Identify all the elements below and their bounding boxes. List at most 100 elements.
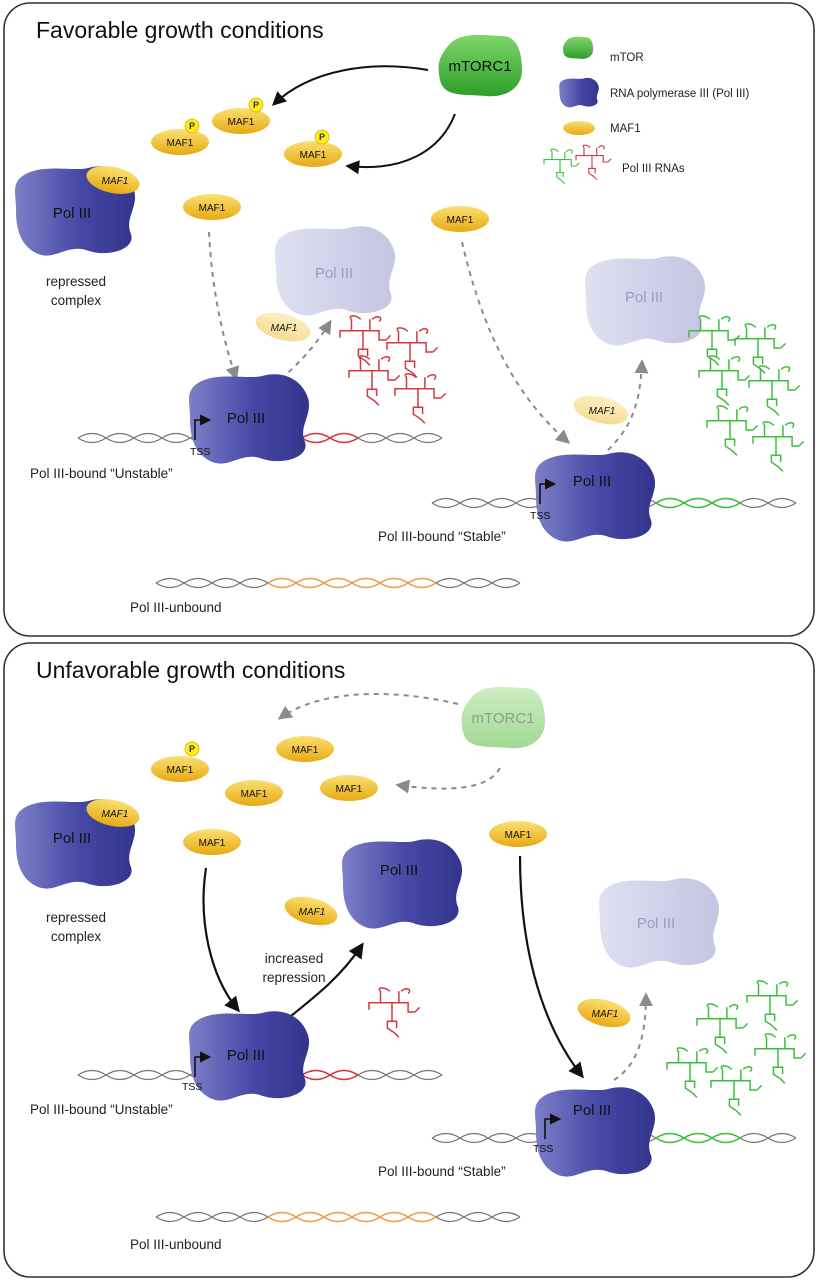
repressed-complex: Pol III (15, 166, 136, 256)
tss-label: TSS (190, 446, 210, 458)
increased-repression-line2: repression (262, 970, 325, 985)
maf1-label: MAF1 (505, 830, 532, 841)
legend: mTOR RNA polymerase III (Pol III) MAF1 P… (543, 36, 749, 185)
pol3-label: Pol III (573, 473, 611, 490)
phospho-maf1-group: MAF1 P MAF1 P MAF1 P (151, 97, 342, 167)
maf1-faded (255, 312, 311, 342)
dna-unbound-gene (155, 577, 521, 589)
maf1-label: MAF1 (336, 784, 363, 795)
maf1-phospho (151, 756, 209, 782)
label-pol3-bound-unstable: Pol III-bound “Unstable” (30, 1102, 173, 1117)
pol3-label: Pol III (637, 915, 675, 932)
tss-label: TSS (533, 1143, 553, 1155)
maf1-label: MAF1 (102, 809, 129, 820)
maf1-free (431, 206, 489, 232)
pol3-label: Pol III (315, 265, 353, 282)
label-pol3-unbound: Pol III-unbound (130, 1237, 222, 1252)
mtorc1-label: mTORC1 (471, 710, 534, 727)
repressed-label-line2: complex (51, 293, 102, 308)
maf1-label: MAF1 (299, 907, 326, 918)
legend-rnas-label: Pol III RNAs (622, 163, 685, 175)
maf1-free (183, 194, 241, 220)
mtorc1-inactive: mTORC1 (461, 686, 545, 749)
pol3-label: Pol III (227, 1047, 265, 1064)
pol3-bound-stable: Pol III (535, 452, 656, 542)
maf1-bound-to-pol3 (577, 998, 631, 1028)
maf1-label: MAF1 (228, 117, 255, 128)
tss-arrow (544, 1113, 562, 1139)
label-pol3-bound-unstable: Pol III-bound “Unstable” (30, 466, 173, 481)
phospho-label: P (189, 121, 195, 131)
tss-label: TSS (182, 1081, 202, 1093)
panel-title-favorable: Favorable growth conditions (36, 17, 324, 43)
label-pol3-bound-stable: Pol III-bound “Stable” (378, 529, 506, 544)
maf1-bound-to-pol3 (284, 896, 338, 926)
legend-pol-icon (559, 77, 599, 108)
maf1-label: MAF1 (167, 765, 194, 776)
panel-title-unfavorable: Unfavorable growth conditions (36, 657, 345, 683)
maf1-label: MAF1 (199, 203, 226, 214)
pol3-label: Pol III (380, 862, 418, 879)
maf1-label: MAF1 (102, 176, 129, 187)
arrow-pol3-release-stable (613, 992, 653, 1081)
pol3-label: Pol III (625, 289, 663, 306)
repressed-label-line1: repressed (46, 274, 106, 289)
arrow-maf1-to-stable-gene (518, 855, 584, 1079)
phospho-label: P (189, 744, 195, 754)
arrow-maf1-to-unstable-gene (202, 867, 240, 1013)
repressed-label-line1: repressed (46, 910, 106, 925)
repressed-complex: Pol III (15, 799, 136, 889)
legend-mtor-icon (563, 36, 594, 59)
dna-unbound-gene (155, 1211, 521, 1223)
maf1-label: MAF1 (447, 215, 474, 226)
increased-repression-line1: increased (265, 951, 324, 966)
maf1-free (320, 775, 378, 801)
pol3-bound-unstable: Pol III (189, 1011, 310, 1101)
maf1-phospho (151, 129, 209, 155)
maf1-bound-to-pol3 (86, 166, 140, 194)
phospho-label: P (253, 100, 259, 110)
tss-arrow (194, 414, 212, 440)
maf1-label: MAF1 (300, 150, 327, 161)
maf1-phospho (284, 141, 342, 167)
maf1-label: MAF1 (271, 323, 298, 334)
phospho-marker (184, 118, 200, 134)
maf1-label: MAF1 (199, 838, 226, 849)
label-pol3-bound-stable: Pol III-bound “Stable” (378, 1164, 506, 1179)
phospho-marker (314, 129, 330, 145)
arrow-mtor-phosphorylates-maf1-a (271, 65, 429, 106)
legend-maf-icon (563, 121, 595, 135)
maf1-free (276, 736, 334, 762)
maf1-label: MAF1 (592, 1009, 619, 1020)
arrow-maf1-to-stable-gene (461, 241, 571, 444)
repressed-label-line2: complex (51, 929, 102, 944)
arrow-mtor-inhibited-a (277, 692, 459, 720)
arrow-pol3-release-stable (607, 359, 649, 451)
pol3-released-faded: Pol III (585, 256, 706, 346)
arrow-maf1-to-unstable-gene (208, 231, 240, 381)
maf1-free (225, 780, 283, 806)
phospho-marker (248, 97, 264, 113)
panel-favorable: mTORC1 MAF1 P MAF1 P MAF1 P Pol III MAF1… (15, 34, 805, 615)
arrow-mtor-phosphorylates-maf1-b (345, 113, 456, 175)
pol3-label: Pol III (53, 830, 91, 847)
arrow-mtor-inhibited-b (395, 767, 501, 794)
tss-arrow (539, 478, 557, 504)
panel-unfavorable: mTORC1 MAF1 P MAF1 MAF1 MAF1 Pol III MAF… (15, 686, 807, 1252)
legend-mtor-label: mTOR (610, 52, 644, 64)
phospho-marker (184, 741, 200, 757)
legend-maf-label: MAF1 (610, 123, 641, 135)
mtorc1-label: mTORC1 (448, 58, 511, 75)
pol3-released-faded: Pol III (275, 226, 396, 316)
maf1-bound-to-pol3 (86, 799, 140, 827)
pol3-bound-stable: Pol III (535, 1087, 656, 1177)
tss-arrow (194, 1051, 212, 1077)
maf1-faded (573, 395, 629, 425)
pol3-bound-unstable: Pol III (189, 374, 310, 464)
phospho-label: P (319, 132, 325, 142)
maf1-label: MAF1 (292, 745, 319, 756)
maf1-label: MAF1 (167, 138, 194, 149)
pol3-label: Pol III (53, 205, 91, 222)
pol3-repressed-released: Pol III (342, 839, 463, 929)
pol3-released-faded: Pol III (599, 878, 720, 968)
